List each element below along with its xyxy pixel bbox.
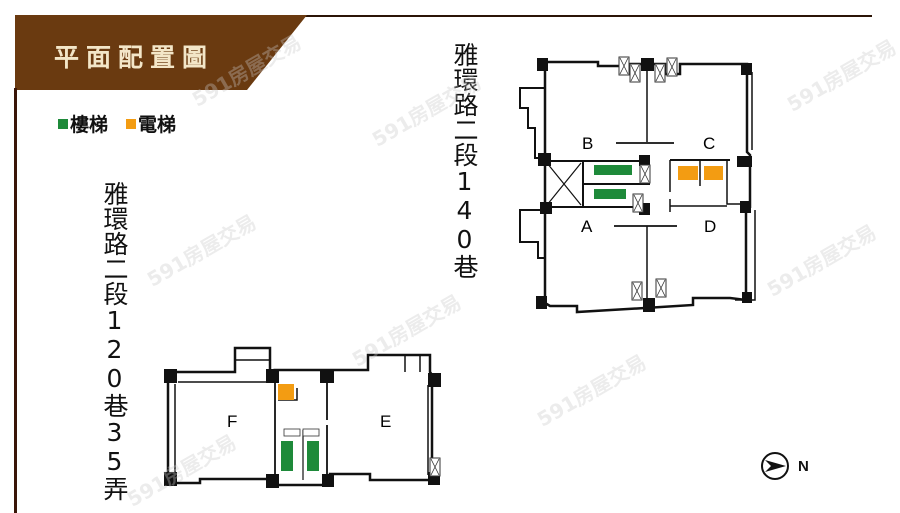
left-border-rule — [14, 88, 17, 513]
compass-label: N — [798, 457, 809, 475]
street-label-lower: 雅環路二段120巷35弄 — [100, 181, 129, 501]
elevator-swatch-icon — [126, 118, 137, 129]
legend-label-elevator: 電梯 — [138, 114, 177, 136]
legend: 樓梯 電梯 — [58, 110, 176, 137]
upper-building — [519, 60, 756, 314]
unit-label-f: F — [227, 412, 238, 431]
unit-label-c: C — [703, 134, 716, 153]
compass-north-arrow-icon — [761, 452, 789, 480]
elevator-lower — [278, 384, 294, 400]
header-rule — [240, 15, 872, 17]
unit-label-b: B — [582, 134, 594, 153]
upper-columns — [536, 58, 752, 312]
unit-label-a: A — [581, 217, 593, 236]
elevator-upper-1 — [678, 166, 698, 180]
lower-columns — [164, 369, 441, 488]
stairs-lower-1 — [281, 441, 293, 471]
legend-item-stairs: 樓梯 — [58, 110, 108, 137]
unit-label-d: D — [704, 217, 717, 236]
lower-building — [166, 346, 434, 487]
elevator-upper-2 — [704, 166, 723, 180]
legend-item-elevator: 電梯 — [126, 110, 176, 137]
unit-label-e: E — [380, 412, 392, 431]
page-title: 平面配置圖 — [54, 43, 215, 72]
street-label-upper: 雅環路二段140巷 — [450, 42, 479, 279]
stairs-lower-2 — [307, 441, 319, 471]
stairs-upper-1 — [594, 165, 632, 175]
lower-vents — [283, 428, 441, 477]
stairs-upper-2 — [594, 189, 626, 199]
header-tab — [15, 15, 307, 90]
stairs-swatch-icon — [58, 118, 68, 129]
compass: N — [760, 451, 809, 481]
upper-vents — [618, 56, 678, 301]
legend-label-stairs: 樓梯 — [70, 114, 109, 136]
